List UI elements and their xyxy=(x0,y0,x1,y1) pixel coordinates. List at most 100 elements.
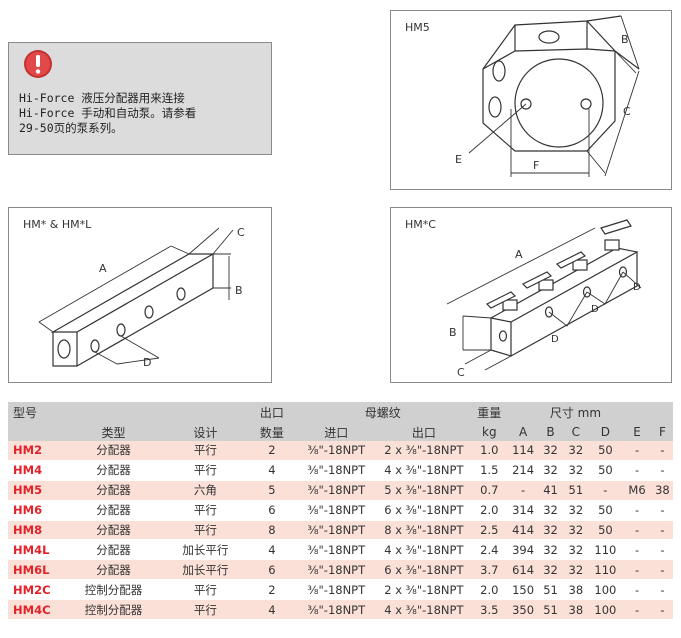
cell-inlet: ⅜"-18NPT xyxy=(295,559,378,581)
dim-label: C xyxy=(237,226,245,239)
cell-b: 32 xyxy=(537,441,564,461)
cell-type: 分配器 xyxy=(65,441,163,461)
col-model: 型号 xyxy=(8,402,65,423)
cell-d: 50 xyxy=(588,441,623,461)
cell-design: 平行 xyxy=(162,579,249,601)
diagram-hml: HM* & HM*L A B C D xyxy=(8,207,272,383)
cell-kg: 1.5 xyxy=(470,460,509,481)
cell-outlet: 6 x ⅜"-18NPT xyxy=(377,559,471,581)
diagram-hmc: HM*C xyxy=(390,207,672,383)
cell-outlet: 2 x ⅜"-18NPT xyxy=(377,441,471,461)
cell-design: 平行 xyxy=(162,500,249,521)
cell-outlet: 4 x ⅜"-18NPT xyxy=(377,599,471,621)
cell-inlet: ⅜"-18NPT xyxy=(295,500,378,521)
cell-c: 38 xyxy=(563,599,589,621)
cell-model: HM6 xyxy=(8,500,65,521)
cell-kg: 3.7 xyxy=(470,559,509,581)
cell-b: 32 xyxy=(537,539,564,561)
note-text: Hi-Force 液压分配器用来连接 Hi-Force 手动和自动泵。请参看 2… xyxy=(19,91,196,136)
dim-label: D xyxy=(143,356,151,369)
dim-label: B xyxy=(235,284,243,297)
cell-b: 32 xyxy=(537,460,564,481)
cell-kg: 2.0 xyxy=(470,500,509,521)
cell-kg: 2.4 xyxy=(470,539,509,561)
cell-type: 控制分配器 xyxy=(65,599,163,621)
col-a: A xyxy=(508,423,538,441)
cell-kg: 2.0 xyxy=(470,579,509,601)
cell-e: - xyxy=(622,579,652,601)
col-type: 类型 xyxy=(65,423,163,441)
cell-inlet: ⅜"-18NPT xyxy=(295,539,378,561)
cell-a: - xyxy=(508,480,538,501)
cell-d: 110 xyxy=(588,539,623,561)
cell-n: 8 xyxy=(248,520,296,541)
dim-label: D xyxy=(633,282,641,293)
cell-d: 50 xyxy=(588,460,623,481)
cell-a: 414 xyxy=(508,520,538,541)
col-e: E xyxy=(622,423,652,441)
cell-c: 32 xyxy=(563,539,589,561)
cell-inlet: ⅜"-18NPT xyxy=(295,460,378,481)
cell-model: HM6L xyxy=(8,559,65,581)
cell-e: - xyxy=(622,559,652,581)
cell-f: - xyxy=(651,460,673,481)
note-line: Hi-Force 液压分配器用来连接 xyxy=(19,91,185,105)
cell-e: - xyxy=(622,520,652,541)
cell-d: 100 xyxy=(588,599,623,621)
dim-label: C xyxy=(623,105,631,118)
col-dims: 尺寸 mm xyxy=(537,402,652,423)
cell-n: 6 xyxy=(248,500,296,521)
col-f: F xyxy=(651,423,673,441)
dim-label: A xyxy=(515,248,523,261)
cell-type: 分配器 xyxy=(65,539,163,561)
cell-f: - xyxy=(651,579,673,601)
col-thread: 母螺纹 xyxy=(295,402,471,423)
dim-label: A xyxy=(99,262,107,275)
diagram-title: HM* & HM*L xyxy=(23,218,92,231)
cell-kg: 0.7 xyxy=(470,480,509,501)
dim-label: E xyxy=(455,153,462,166)
col-weight: 重量 xyxy=(470,402,509,423)
cell-kg: 2.5 xyxy=(470,520,509,541)
cell-outlet: 8 x ⅜"-18NPT xyxy=(377,520,471,541)
cell-a: 314 xyxy=(508,500,538,521)
cell-model: HM2C xyxy=(8,579,65,601)
cell-design: 加长平行 xyxy=(162,539,249,561)
cell-a: 350 xyxy=(508,599,538,621)
col-outlet: 出口 xyxy=(377,423,471,441)
spec-table: 型号 出口 母螺纹 重量 尺寸 mm 类型 设计 数量 进口 出口 kg A B… xyxy=(8,402,673,621)
cell-n: 4 xyxy=(248,460,296,481)
cell-b: 32 xyxy=(537,500,564,521)
cell-type: 分配器 xyxy=(65,559,163,581)
cell-inlet: ⅜"-18NPT xyxy=(295,599,378,621)
cell-model: HM4L xyxy=(8,539,65,561)
cell-inlet: ⅜"-18NPT xyxy=(295,579,378,601)
cell-c: 32 xyxy=(563,460,589,481)
cell-outlet: 6 x ⅜"-18NPT xyxy=(377,500,471,521)
cell-outlet: 5 x ⅜"-18NPT xyxy=(377,480,471,501)
cell-inlet: ⅜"-18NPT xyxy=(295,520,378,541)
cell-b: 51 xyxy=(537,579,564,601)
cell-c: 32 xyxy=(563,500,589,521)
warning-note: Hi-Force 液压分配器用来连接 Hi-Force 手动和自动泵。请参看 2… xyxy=(8,42,272,155)
cell-design: 平行 xyxy=(162,520,249,541)
cell-type: 分配器 xyxy=(65,520,163,541)
cell-c: 51 xyxy=(563,480,589,501)
col-c: C xyxy=(563,423,589,441)
cell-model: HM2 xyxy=(8,441,65,461)
col-b: B xyxy=(537,423,564,441)
cell-type: 分配器 xyxy=(65,500,163,521)
cell-b: 41 xyxy=(537,480,564,501)
cell-e: M6 xyxy=(622,480,652,501)
col-count: 数量 xyxy=(248,423,296,441)
cell-design: 平行 xyxy=(162,441,249,461)
cell-f: - xyxy=(651,599,673,621)
dim-label: B xyxy=(621,33,629,46)
cell-n: 6 xyxy=(248,559,296,581)
